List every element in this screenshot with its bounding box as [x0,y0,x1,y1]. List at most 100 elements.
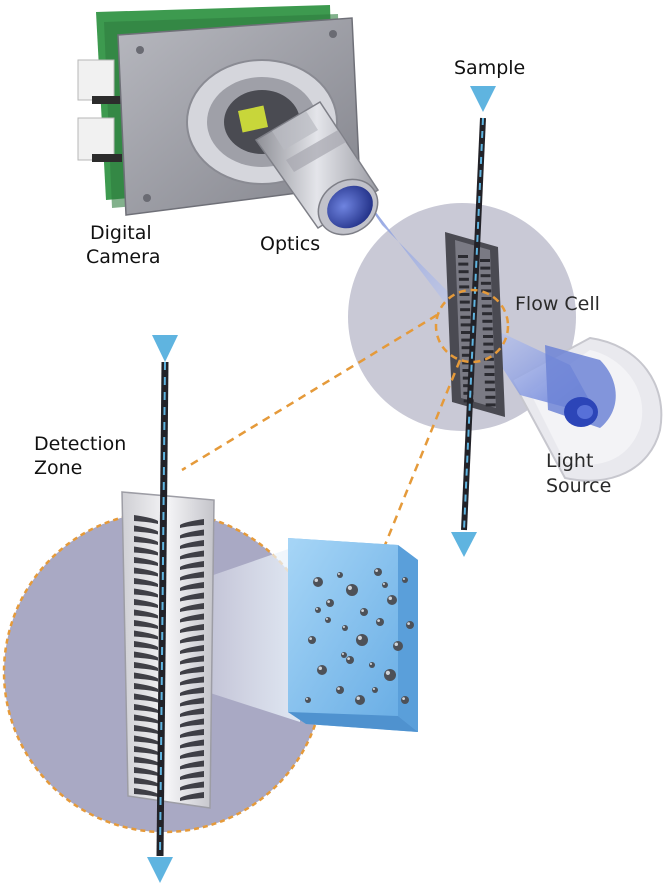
particles [305,568,414,705]
particle [382,582,388,588]
inset-flow-cell-tooth [134,746,158,755]
inset-flow-cell-tooth [134,683,158,692]
inset-flow-cell-tooth [180,582,204,591]
inset-sample-tube [156,361,169,857]
zoom-callout-line-left [181,313,438,472]
particle-highlight [357,635,362,641]
inset-flow-cell-tooth [134,599,158,608]
inset-flow-cell-tooth [134,756,158,766]
particle-highlight [385,670,390,676]
inset-flow-cell-tooth [134,777,158,787]
inset-flow-cell-tooth [134,525,158,535]
flow-cell-tooth [481,304,492,308]
particle [346,584,358,596]
inset-flow-cell [121,491,215,809]
particle [401,696,409,704]
particle [308,636,316,644]
inset-flow-cell-tooth [180,529,204,539]
flow-cell-tooth [461,353,472,357]
label-sample: Sample [454,57,525,79]
particle [372,687,378,693]
particle [342,625,348,631]
particle-highlight [315,607,319,610]
particle [346,656,354,664]
flow-cell-tooth [482,327,493,331]
particle-highlight [341,652,345,655]
inset-flow-cell-tooth [134,704,158,713]
particle [326,599,334,607]
flow-cell-tooth [458,277,469,281]
particle-highlight [342,625,346,628]
flow-cell-tooth [483,335,493,338]
flow-cell-tooth [461,338,472,342]
inset-flow-cell-tooth [180,687,204,696]
label-digital-camera-line2: Camera [86,246,161,268]
flow-cell-tooth [459,300,470,304]
inset-flow-cell-tooth [134,588,158,598]
inset-flow-cell-tooth [134,609,158,619]
particle [374,568,382,576]
label-optics: Optics [260,233,320,255]
zoom-callout-line-right [383,359,462,546]
particle-highlight [337,572,341,575]
optics [254,100,380,236]
particle-highlight [369,662,373,665]
sample-inlet-arrow [470,86,496,112]
inset-flow-cell-tooth [134,546,158,556]
inset-flow-cell-tooth [180,550,204,560]
flow-cell-tooth [484,373,495,376]
flow-cell-tooth [462,369,473,372]
inset-flow-cell-tooth [134,578,158,587]
inset-flow-cell-tooth [134,725,158,734]
inset-flow-cell-tooth [180,697,204,707]
flow-cell-tooth [482,319,493,323]
inset-flow-cell-tooth [134,735,158,745]
flow-cell-tooth [483,342,494,346]
particle [355,695,365,705]
particle [393,641,403,651]
particle-highlight [388,596,392,600]
inset-flow-cell-tooth [180,624,204,633]
flow-cell-tooth [458,270,469,274]
inset-flow-cell-tooth [134,536,158,545]
flow-cell-tooth [461,346,472,350]
inset-flow-cell-tooth [180,676,204,686]
particle-highlight [356,696,360,700]
inset-flow-cell-tooth [180,739,204,749]
flow-cell-tooth [480,259,490,262]
inset-inlet-arrow [152,335,178,362]
flow-cell-tooth [460,308,471,312]
particle [317,665,327,675]
inset-flow-cell-tooth [134,641,158,650]
particle-highlight [375,569,378,572]
particle [305,697,311,703]
particle-highlight [382,582,386,585]
particle-highlight [377,619,380,622]
inset-flow-cell-tooth [180,750,204,759]
inset-flow-cell-tooth [180,760,204,770]
particle [325,617,331,623]
inset-flow-cell-tooth [180,718,204,728]
inset-flow-cell-tooth [180,645,204,654]
flow-cell-tooth [484,365,495,369]
flow-cell-tooth [480,281,491,285]
particle [341,652,347,658]
label-detection-zone-line1: Detection [34,433,126,455]
particle [360,608,368,616]
inset-flow-cell-tooth [180,603,204,612]
flow-cell-tooth [461,331,471,334]
sample-outlet-arrow [451,532,477,557]
particle [387,595,397,605]
particle [369,662,375,668]
flow-cell-tooth [458,255,468,258]
flow-cell-tooth [458,262,469,266]
particle-highlight [337,687,340,690]
inset-flow-cell-tooth [180,708,204,717]
particle-highlight [372,687,376,690]
flow-cell-tooth [483,350,494,354]
flow-cell-tooth [480,274,491,278]
inset-flow-cell-tooth [180,792,204,801]
inset-flow-cell-tooth [134,515,158,524]
flow-cell-tooth [459,285,470,289]
